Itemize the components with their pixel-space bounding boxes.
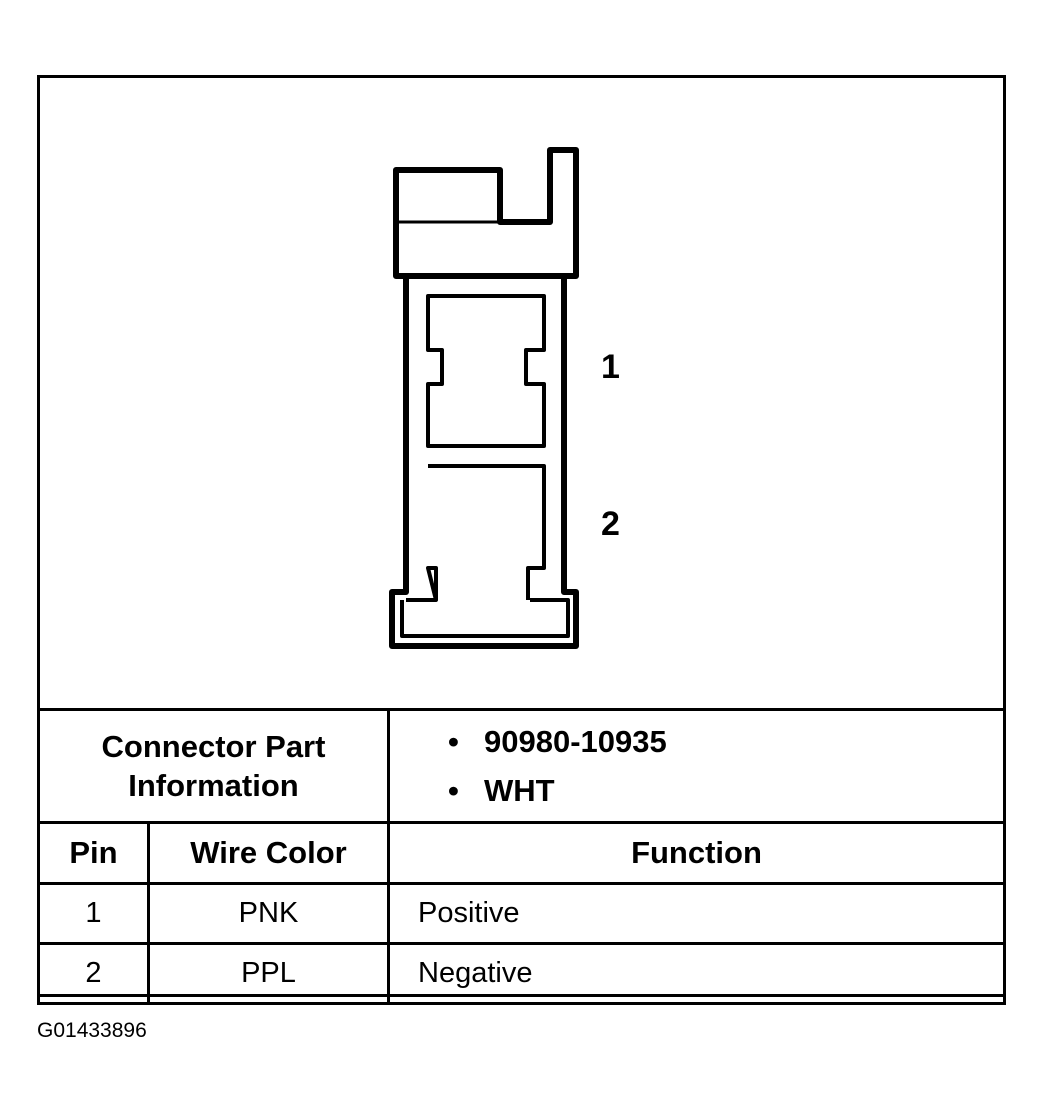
part-info-header: Connector Part Information bbox=[37, 708, 390, 824]
part-info-item: •WHT bbox=[448, 773, 555, 808]
figure-id: G01433896 bbox=[37, 1019, 147, 1042]
pin-cavity-1 bbox=[426, 294, 546, 448]
table-row: 2 PPL Negative bbox=[37, 942, 1006, 1005]
row-wire-color: PPL bbox=[147, 942, 390, 1005]
pin-label-1: 1 bbox=[601, 348, 620, 386]
header-pin: Pin bbox=[37, 821, 150, 885]
connector-latch bbox=[393, 147, 579, 279]
pin-label-2: 2 bbox=[601, 505, 620, 543]
connector-body bbox=[389, 276, 579, 649]
table-row: 1 PNK Positive bbox=[37, 882, 1006, 945]
pin-cavity-2 bbox=[426, 464, 546, 602]
row-pin: 1 bbox=[37, 882, 150, 945]
header-wire-color: Wire Color bbox=[147, 821, 390, 885]
row-function: Positive bbox=[387, 882, 1006, 945]
header-function: Function bbox=[387, 821, 1006, 885]
table-header-row: Pin Wire Color Function bbox=[37, 821, 1006, 885]
part-info-list: •90980-10935 •WHT bbox=[387, 708, 1006, 824]
row-wire-color: PNK bbox=[147, 882, 390, 945]
part-info-item: •90980-10935 bbox=[448, 724, 667, 759]
part-info-header-text: Connector Part Information bbox=[101, 729, 326, 803]
part-number: 90980-10935 bbox=[484, 724, 667, 759]
part-info-row: Connector Part Information •90980-10935 … bbox=[37, 708, 1006, 824]
pinout-table: Connector Part Information •90980-10935 … bbox=[37, 708, 1006, 1005]
part-color: WHT bbox=[484, 773, 555, 808]
row-function: Negative bbox=[387, 942, 1006, 1005]
row-pin: 2 bbox=[37, 942, 150, 1005]
connector-illustration bbox=[389, 147, 579, 649]
